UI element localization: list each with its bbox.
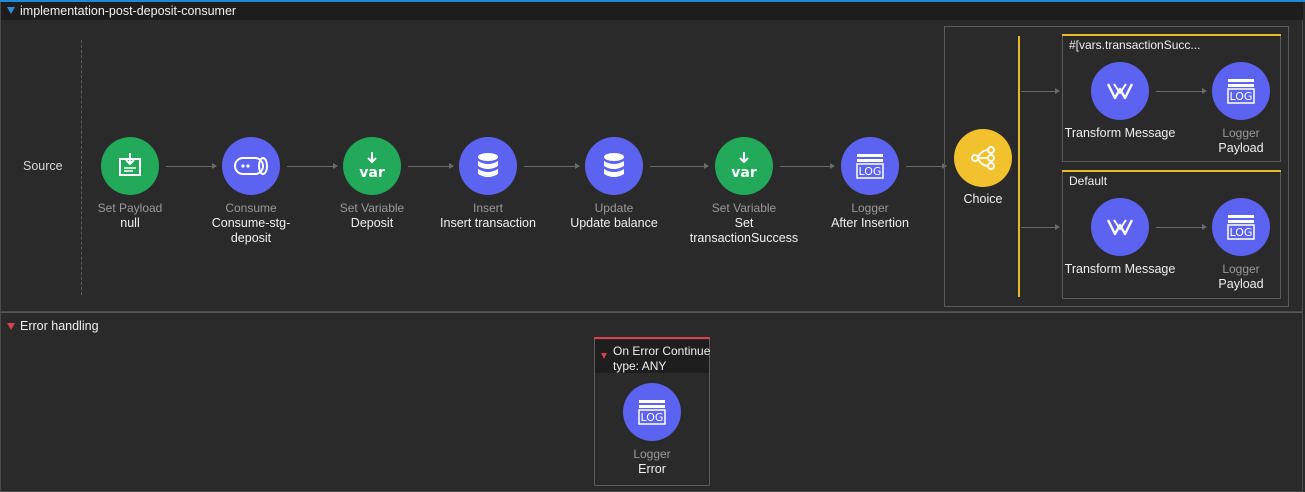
var-icon[interactable]: var — [343, 137, 401, 195]
choice-branch-bar — [1018, 36, 1020, 297]
flow-connector — [524, 163, 580, 169]
log-icon[interactable]: LOG — [1212, 198, 1270, 256]
node-name: Insert transaction — [440, 216, 536, 230]
var-icon[interactable]: var — [715, 137, 773, 195]
transform-message-node[interactable]: Transform Message — [1060, 198, 1180, 277]
scope-accent — [594, 337, 710, 339]
node-type: Logger — [851, 201, 889, 215]
node-type: Consume — [225, 201, 277, 215]
scope-type: type: ANY — [613, 359, 667, 373]
flow-connector — [650, 163, 709, 169]
node-type: Logger — [633, 447, 671, 461]
flow-connector — [1156, 88, 1207, 94]
node-name: Deposit — [350, 216, 394, 230]
route-condition: Default — [1069, 174, 1108, 188]
set-variable-node[interactable]: var Set Variable Deposit — [312, 137, 432, 231]
choice-route-default[interactable]: Default — [1062, 170, 1281, 299]
log-icon[interactable]: LOG — [841, 137, 899, 195]
error-handling-label: Error handling — [20, 319, 99, 333]
flow-connector — [780, 163, 835, 169]
svg-text:LOG: LOG — [641, 411, 664, 424]
flow-connector — [287, 163, 338, 169]
choice-icon[interactable] — [954, 129, 1012, 187]
error-handling-header[interactable]: Error handling — [1, 314, 1303, 338]
choice-route-when[interactable]: #[vars.transactionSucc... — [1062, 34, 1281, 162]
node-name: null — [120, 216, 140, 230]
svg-text:LOG: LOG — [859, 165, 882, 178]
node-name: Payload — [1218, 141, 1264, 155]
node-type: Set Variable — [339, 201, 405, 215]
node-name: Payload — [1218, 277, 1264, 291]
transform-message-node[interactable]: Transform Message — [1060, 62, 1180, 141]
collapse-triangle-icon[interactable] — [7, 7, 15, 14]
collapse-triangle-icon[interactable] — [7, 323, 15, 330]
node-type: Transform Message — [1064, 126, 1176, 140]
route-condition: #[vars.transactionSucc... — [1069, 38, 1201, 52]
route-accent — [1062, 34, 1281, 36]
database-icon[interactable] — [585, 137, 643, 195]
route-connector — [1021, 224, 1060, 230]
source-label: Source — [23, 159, 63, 173]
svg-text:var: var — [731, 165, 757, 181]
node-type: Logger — [1222, 126, 1260, 140]
choice-node[interactable]: Choice — [923, 129, 1043, 207]
flow-container — [0, 2, 1303, 312]
node-type: Set Variable — [711, 201, 777, 215]
set-variable-node[interactable]: var Set Variable Set transactionSuccess — [684, 137, 804, 246]
route-connector — [1021, 88, 1060, 94]
log-icon[interactable]: LOG — [1212, 62, 1270, 120]
source-divider — [81, 40, 82, 295]
set-payload-node[interactable]: Set Payload null — [70, 137, 190, 231]
svg-text:LOG: LOG — [1230, 226, 1253, 239]
on-error-continue-scope[interactable]: On Error Continue type: ANY — [594, 337, 710, 486]
node-type: Set Payload — [97, 201, 163, 215]
node-type: Update — [594, 201, 634, 215]
logger-node[interactable]: LOG Logger Payload — [1181, 62, 1301, 156]
log-icon[interactable]: LOG — [623, 383, 681, 441]
flow-title: implementation-post-deposit-consumer — [20, 4, 237, 18]
set-payload-icon[interactable] — [101, 137, 159, 195]
logger-node[interactable]: LOG Logger Payload — [1181, 198, 1301, 292]
flow-connector — [1156, 224, 1207, 230]
logger-node[interactable]: LOG Logger Error — [592, 383, 712, 477]
flow-header[interactable]: implementation-post-deposit-consumer — [1, 2, 1303, 20]
node-name: Update balance — [570, 216, 658, 230]
choice-name: Choice — [963, 192, 1003, 206]
node-name: Set transactionSuccess — [689, 216, 799, 245]
choice-router-frame — [944, 26, 1289, 307]
database-icon[interactable] — [459, 137, 517, 195]
flow-connector — [408, 163, 454, 169]
node-type: Transform Message — [1064, 262, 1176, 276]
route-accent — [1062, 170, 1281, 172]
node-name: Error — [638, 462, 666, 476]
consume-icon[interactable] — [222, 137, 280, 195]
transform-icon[interactable] — [1091, 62, 1149, 120]
scope-header[interactable]: On Error Continue type: ANY — [595, 340, 711, 373]
node-name: Consume-stg-deposit — [211, 216, 291, 245]
insert-node[interactable]: Insert Insert transaction — [428, 137, 548, 231]
node-name: After Insertion — [831, 216, 909, 230]
collapse-triangle-icon[interactable] — [601, 353, 607, 359]
svg-text:var: var — [359, 165, 385, 181]
node-type: Logger — [1222, 262, 1260, 276]
node-type: Insert — [472, 201, 503, 215]
update-node[interactable]: Update Update balance — [554, 137, 674, 231]
flow-connector — [166, 163, 217, 169]
consume-node[interactable]: Consume Consume-stg-deposit — [191, 137, 311, 246]
transform-icon[interactable] — [1091, 198, 1149, 256]
logger-node[interactable]: LOG Logger After Insertion — [810, 137, 930, 231]
scope-title: On Error Continue — [613, 344, 711, 358]
svg-text:LOG: LOG — [1230, 90, 1253, 103]
canvas-top-accent — [0, 0, 1305, 2]
